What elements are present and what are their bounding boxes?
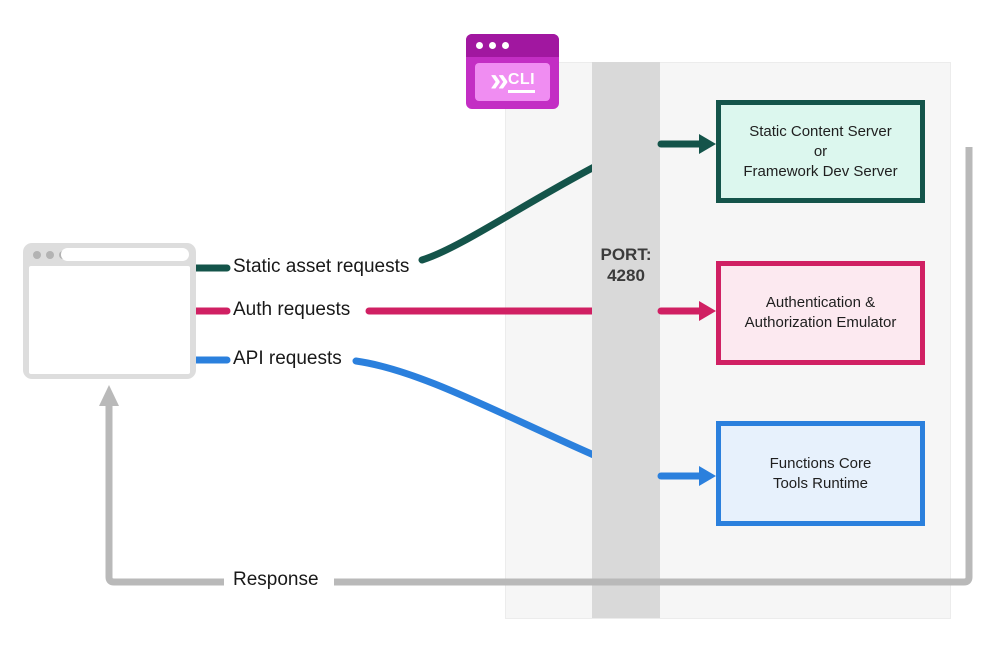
api-requests-curve-line (352, 357, 600, 460)
static-requests-curve-line (418, 162, 600, 264)
static-asset-requests-label: Static asset requests (233, 256, 410, 277)
box-func-line1: Functions Core (769, 454, 872, 472)
port-label-line2: 4280 (607, 266, 645, 285)
browser-content-area (29, 266, 190, 374)
browser-dot-icon (46, 251, 54, 259)
box-auth-line1: Authentication & (765, 294, 876, 311)
api-requests-label: API requests (233, 348, 342, 369)
cli-dot-icon (489, 42, 496, 49)
box-auth-emulator: Authentication & Authorization Emulator (716, 261, 925, 365)
auth-requests-label: Auth requests (233, 299, 351, 320)
browser-dot-icon (33, 251, 41, 259)
static-requests-arrow (657, 134, 716, 154)
box-static-line3: Framework Dev Server (743, 162, 898, 180)
cli-dot-icon (476, 42, 483, 49)
port-label-line1: PORT: (600, 245, 652, 264)
box-static-line2: or (813, 142, 828, 160)
port-label: PORT: 4280 (592, 244, 660, 286)
browser-address-bar (61, 248, 189, 261)
cli-label: CLI (507, 71, 536, 93)
box-static-content-server: Static Content Server or Framework Dev S… (716, 100, 925, 203)
response-label: Response (233, 569, 319, 590)
cli-screen: » CLI (475, 63, 550, 101)
response-arrowhead-icon (99, 385, 119, 406)
box-auth-line2: Authorization Emulator (744, 314, 897, 331)
cli-dot-icon (502, 42, 509, 49)
response-line (99, 147, 973, 586)
cli-titlebar (466, 34, 559, 57)
box-static-line1: Static Content Server (749, 122, 892, 140)
api-requests-arrow (657, 466, 716, 486)
auth-requests-arrow (657, 301, 716, 321)
port-4280-bar (592, 62, 660, 618)
cli-window-icon: » CLI (466, 34, 559, 109)
box-func-line2: Tools Runtime (772, 474, 869, 492)
box-functions-core-tools: Functions Core Tools Runtime (716, 421, 925, 526)
browser-window-icon (23, 243, 196, 379)
